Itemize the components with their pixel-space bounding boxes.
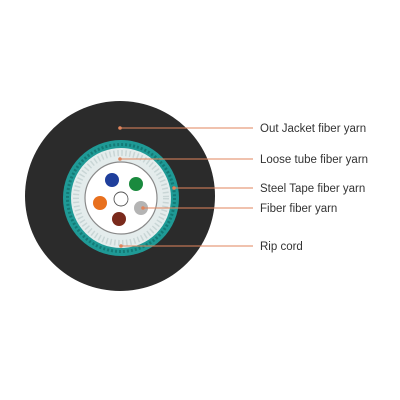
gray-fiber [134, 201, 148, 215]
green-fiber [129, 177, 143, 191]
fibers-group [93, 173, 148, 226]
label-rip-cord: Rip cord [260, 241, 303, 253]
orange-fiber [93, 196, 107, 210]
brown-fiber [112, 212, 126, 226]
label-out-jacket: Out Jacket fiber yarn [260, 123, 366, 135]
label-loose-tube: Loose tube fiber yarn [260, 154, 368, 166]
label-fiber: Fiber fiber yarn [260, 203, 337, 215]
label-steel-tape: Steel Tape fiber yarn [260, 183, 365, 195]
blue-fiber [105, 173, 119, 187]
labels: Out Jacket fiber yarn Loose tube fiber y… [260, 123, 368, 253]
steel-tape-texture [66, 143, 176, 253]
loose-tube-texture [73, 150, 169, 246]
leader-lines [118, 126, 253, 248]
white-fiber [113, 191, 129, 207]
